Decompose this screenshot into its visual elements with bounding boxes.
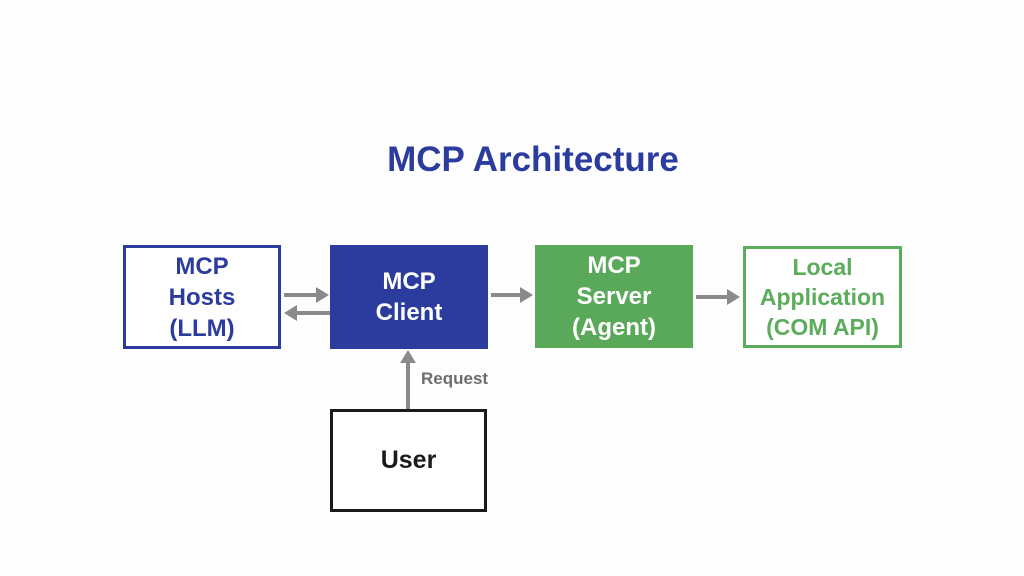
mcp-hosts-box: MCP Hosts (LLM): [123, 245, 281, 349]
arrow-user-to-client-line: [406, 360, 410, 409]
mcp-server-label-line3: (Agent): [572, 314, 656, 341]
mcp-client-box: MCP Client: [330, 245, 488, 349]
mcp-hosts-label-line1: MCP: [175, 252, 229, 280]
local-application-label-line2: Application: [759, 284, 886, 310]
mcp-server-label-line1: MCP: [587, 252, 641, 279]
mcp-hosts-label-line2: Hosts: [168, 283, 236, 311]
arrow-client-to-server-head-icon: [520, 287, 533, 303]
arrow-client-to-hosts-head-icon: [284, 305, 297, 321]
mcp-hosts-label-line3: (LLM): [169, 314, 235, 342]
mcp-server-label-line2: Server: [576, 283, 652, 310]
arrow-client-to-server-line: [491, 293, 523, 297]
arrow-server-to-localapp-line: [696, 295, 730, 299]
mcp-client-label-line2: Client: [375, 299, 443, 326]
arrow-client-to-hosts-line: [295, 311, 330, 315]
user-box: User: [330, 409, 487, 512]
user-label: User: [380, 446, 437, 474]
arrow-hosts-to-client-head-icon: [316, 287, 329, 303]
arrow-hosts-to-client-line: [284, 293, 319, 297]
local-application-box: Local Application (COM API): [743, 246, 902, 348]
local-application-label-line1: Local: [792, 254, 853, 280]
diagram-title: MCP Architecture: [387, 140, 679, 179]
request-edge-label: Request: [421, 369, 489, 388]
mcp-client-label-line1: MCP: [382, 268, 436, 295]
arrow-user-to-client-head-icon: [400, 350, 416, 363]
mcp-server-box: MCP Server (Agent): [535, 245, 693, 348]
local-application-label-line3: (COM API): [766, 314, 879, 340]
arrow-server-to-localapp-head-icon: [727, 289, 740, 305]
